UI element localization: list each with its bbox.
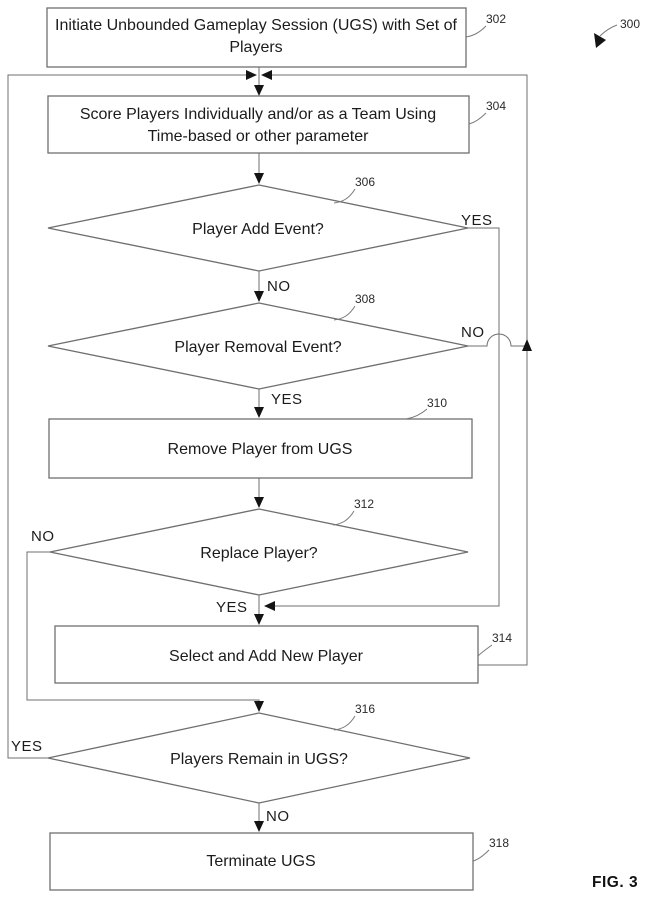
figure-caption: FIG. 3 <box>592 874 638 891</box>
connector-308-no-with-hop <box>468 333 527 347</box>
leader-310 <box>405 408 428 420</box>
connector-306-yes <box>266 227 500 607</box>
leader-306 <box>333 188 356 204</box>
figure-ref-pointer-icon <box>594 33 606 48</box>
arrowhead-left-icon <box>261 70 272 80</box>
arrowhead-right-icon <box>246 70 257 80</box>
ref-label-306: 306 <box>355 175 375 189</box>
node-302-label-line2: Players <box>229 39 282 56</box>
decision-diamond-312 <box>49 508 469 596</box>
arrowhead-down-icon <box>254 173 264 184</box>
branch-label-316-yes: YES <box>11 738 43 755</box>
leader-318 <box>472 849 490 862</box>
decision-diamond-308 <box>47 302 469 390</box>
branch-label-306-yes: YES <box>461 212 493 229</box>
connector-314-right-loop <box>272 74 528 666</box>
leader-302 <box>465 25 487 38</box>
leader-316 <box>333 715 356 731</box>
process-box-302 <box>46 7 467 68</box>
ref-label-316: 316 <box>355 702 375 716</box>
branch-label-312-yes: YES <box>216 599 248 616</box>
arrowhead-down-icon <box>254 821 264 832</box>
ref-label-312: 312 <box>354 497 374 511</box>
ref-label-310: 310 <box>427 396 447 410</box>
process-box-314 <box>54 625 479 684</box>
node-306-label: Player Add Event? <box>192 221 324 238</box>
arrowhead-down-icon <box>254 85 264 96</box>
arrowhead-down-icon <box>254 291 264 302</box>
node-312-label: Replace Player? <box>200 545 318 562</box>
ref-label-318: 318 <box>489 836 509 850</box>
leader-314 <box>477 644 493 657</box>
node-304-label-line1: Score Players Individually and/or as a T… <box>80 106 436 123</box>
node-304-label-line2: Time-based or other parameter <box>148 128 370 145</box>
connector-316-yes-left-loop <box>7 74 246 759</box>
process-box-310 <box>48 418 473 479</box>
arrowhead-down-icon <box>254 407 264 418</box>
branch-label-308-no: NO <box>461 324 485 341</box>
process-box-304 <box>47 95 470 154</box>
branch-label-312-no: NO <box>31 528 55 545</box>
decision-diamond-306 <box>47 184 469 272</box>
ref-label-314: 314 <box>492 631 512 645</box>
node-308-label: Player Removal Event? <box>174 339 341 356</box>
arrowhead-down-icon <box>254 614 264 625</box>
node-314-label: Select and Add New Player <box>169 648 364 665</box>
decision-diamond-316 <box>47 712 471 804</box>
ref-label-300: 300 <box>620 17 640 31</box>
process-box-318 <box>49 832 474 891</box>
arrowhead-down-icon <box>254 497 264 508</box>
node-318-label: Terminate UGS <box>206 853 315 870</box>
branch-label-306-no: NO <box>267 278 291 295</box>
ref-label-302: 302 <box>486 12 506 26</box>
branch-label-316-no: NO <box>266 808 290 825</box>
arrowhead-left-icon <box>264 601 275 611</box>
leader-304 <box>468 112 487 125</box>
leader-300 <box>599 24 618 37</box>
arrowhead-up-icon <box>522 339 532 351</box>
node-302-label-line1: Initiate Unbounded Gameplay Session (UGS… <box>55 17 458 34</box>
node-316-label: Players Remain in UGS? <box>170 751 348 768</box>
leader-312 <box>332 510 355 526</box>
arrowhead-down-icon <box>254 701 264 712</box>
ref-label-304: 304 <box>486 99 506 113</box>
leader-308 <box>333 305 356 321</box>
ref-label-308: 308 <box>355 292 375 306</box>
branch-label-308-yes: YES <box>271 391 303 408</box>
node-310-label: Remove Player from UGS <box>168 441 353 458</box>
